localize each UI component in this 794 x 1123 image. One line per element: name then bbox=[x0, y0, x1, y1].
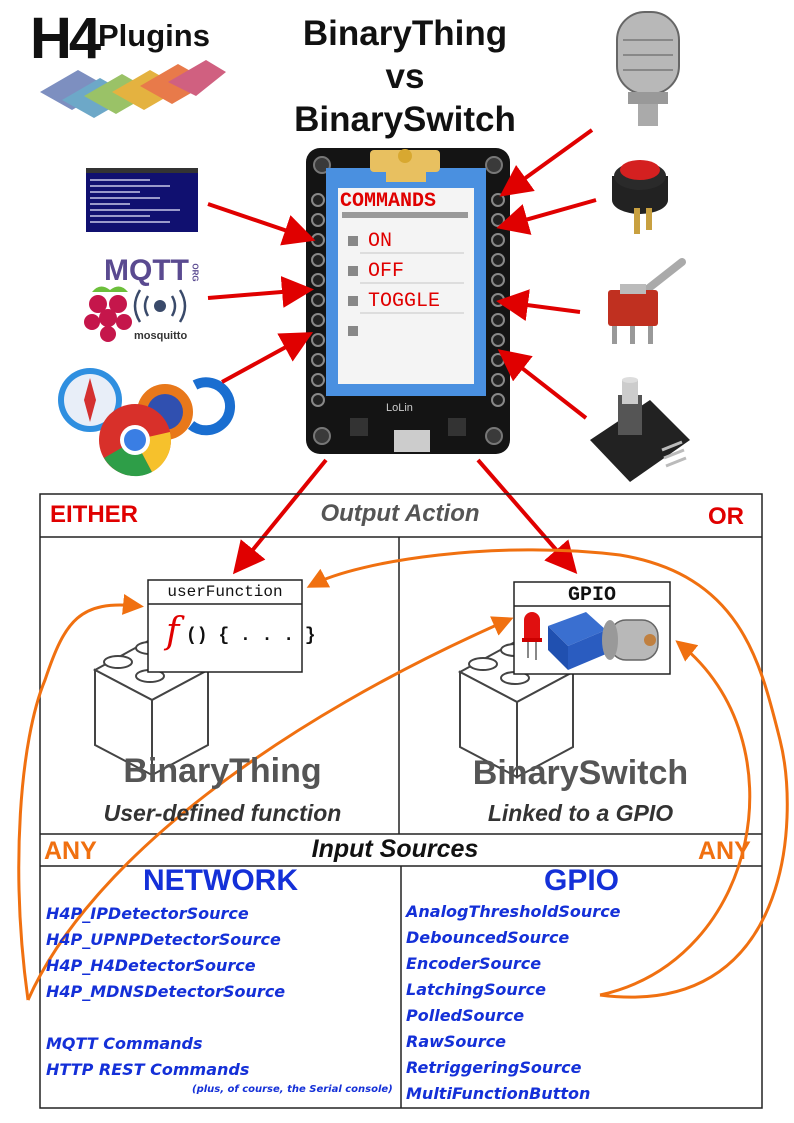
push-button-icon bbox=[612, 160, 668, 234]
title-line-1: BinaryThing bbox=[302, 14, 508, 53]
gpio-source-retriggering: RetriggeringSource bbox=[406, 1058, 582, 1077]
gpio-source-latching: LatchingSource bbox=[406, 980, 546, 999]
binarything-name: BinaryThing bbox=[123, 752, 322, 790]
title-line-2: vs bbox=[385, 57, 425, 96]
network-source-h4: H4P_H4DetectorSource bbox=[46, 956, 256, 975]
diagram-frame bbox=[39, 493, 763, 1109]
or-label: OR bbox=[708, 503, 744, 530]
arrow-to-binarything bbox=[232, 458, 328, 575]
command-on: ON bbox=[368, 230, 393, 253]
orange-arrows bbox=[17, 548, 789, 1001]
network-heading: NETWORK bbox=[143, 864, 298, 897]
gpio-heading: GPIO bbox=[543, 864, 619, 897]
orange-arrow-network-to-switch bbox=[26, 616, 514, 1001]
function-code: () { . . . } bbox=[186, 626, 316, 646]
mosquitto-icon bbox=[133, 289, 187, 323]
output-action-title: Output Action bbox=[320, 500, 480, 527]
toggle-switch-icon bbox=[608, 258, 686, 344]
clipboard bbox=[326, 149, 486, 396]
gpio-source-analog: AnalogThresholdSource bbox=[406, 902, 621, 921]
serial-console-note: (plus, of course, the Serial console) bbox=[192, 1084, 393, 1095]
gpio-source-debounced: DebouncedSource bbox=[406, 928, 570, 947]
board-label: LoLin bbox=[386, 402, 413, 414]
plugins-logo-tiles bbox=[40, 60, 226, 118]
command-off: OFF bbox=[368, 260, 405, 283]
mqtt-logo-text: MQTT bbox=[104, 254, 189, 287]
gpio-source-encoder: EncoderSource bbox=[406, 954, 542, 973]
binaryswitch-subtitle: Linked to a GPIO bbox=[487, 800, 674, 826]
input-sources-title: Input Sources bbox=[311, 835, 479, 863]
binarything-subtitle: User-defined function bbox=[103, 800, 342, 826]
arrow-browser bbox=[221, 332, 314, 384]
http-rest-commands: HTTP REST Commands bbox=[46, 1060, 250, 1079]
user-function-box bbox=[147, 579, 303, 673]
any-left-label: ANY bbox=[44, 837, 97, 865]
command-toggle: TOGGLE bbox=[368, 290, 441, 313]
binaryswitch-name: BinarySwitch bbox=[472, 754, 689, 792]
either-label: EITHER bbox=[50, 501, 139, 528]
arrow-mqtt bbox=[207, 276, 314, 308]
arrow-encoder bbox=[497, 349, 588, 420]
gpio-source-raw: RawSource bbox=[406, 1032, 507, 1051]
logo-plugins: Plugins bbox=[98, 18, 210, 53]
arrow-serial bbox=[207, 202, 316, 246]
browsers-icon bbox=[58, 368, 235, 477]
network-source-upnp: H4P_UPNPDetectorSource bbox=[46, 930, 281, 949]
mosquitto-text: mosquitto bbox=[134, 330, 188, 342]
orange-arrow-network-to-thing bbox=[17, 594, 144, 1001]
mqtt-commands: MQTT Commands bbox=[46, 1034, 203, 1053]
orange-arrow-gpio-to-switch bbox=[599, 640, 752, 997]
raspberry-pi-icon bbox=[84, 286, 132, 342]
led-icon bbox=[522, 612, 542, 660]
network-source-mdns: H4P_MDNSDetectorSource bbox=[46, 982, 286, 1001]
serial-console-icon bbox=[86, 168, 198, 232]
function-symbol: f bbox=[166, 611, 180, 652]
gpio-box bbox=[513, 581, 671, 675]
user-function-label: userFunction bbox=[167, 583, 283, 601]
rotary-encoder-icon bbox=[590, 377, 690, 482]
network-source-ip: H4P_IPDetectorSource bbox=[46, 904, 249, 923]
input-arrows bbox=[207, 128, 597, 575]
gpio-source-multifunction: MultiFunctionButton bbox=[406, 1084, 591, 1103]
gpio-box-label: GPIO bbox=[567, 584, 616, 607]
arrow-microphone bbox=[499, 128, 594, 197]
logo-h4: H4 bbox=[30, 6, 101, 71]
microphone-icon bbox=[616, 11, 680, 126]
motor-icon bbox=[602, 619, 659, 661]
arrow-button bbox=[496, 198, 597, 235]
arrow-toggle bbox=[496, 289, 581, 321]
any-right-label: ANY bbox=[698, 837, 751, 865]
clipboard-heading: COMMANDS bbox=[340, 190, 437, 213]
title-line-3: BinarySwitch bbox=[294, 100, 516, 139]
orange-arrow-gpio-to-thing bbox=[306, 548, 789, 999]
lego-brick-left bbox=[92, 638, 211, 777]
mqtt-logo-org: ORG bbox=[190, 263, 200, 282]
gpio-source-polled: PolledSource bbox=[406, 1006, 525, 1025]
relay-icon bbox=[548, 612, 606, 670]
